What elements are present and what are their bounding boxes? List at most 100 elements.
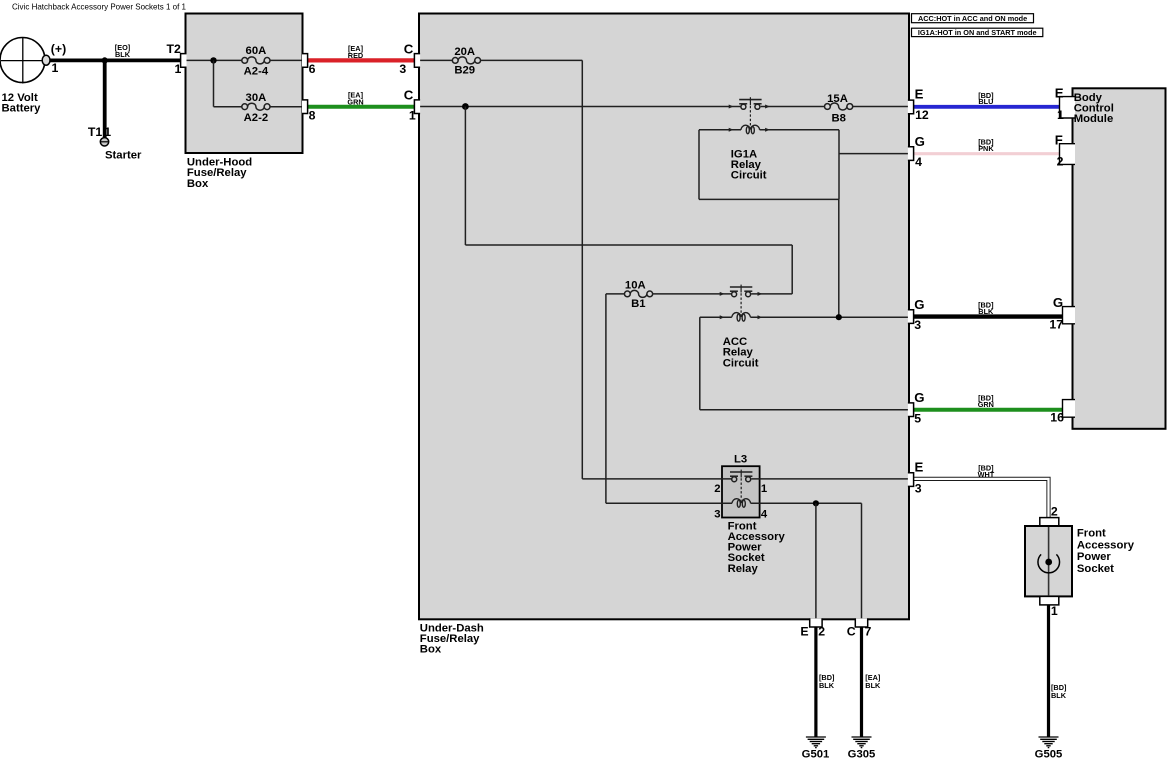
- svg-text:Relay: Relay: [723, 347, 754, 359]
- svg-text:C: C: [404, 88, 414, 103]
- svg-text:Accessory: Accessory: [728, 531, 786, 543]
- svg-text:2: 2: [818, 624, 825, 638]
- svg-text:B8: B8: [831, 112, 845, 124]
- svg-text:[BD]: [BD]: [978, 91, 994, 100]
- svg-text:[BD]: [BD]: [978, 394, 994, 403]
- svg-text:Front: Front: [1077, 528, 1106, 540]
- svg-text:6: 6: [309, 62, 316, 76]
- svg-text:[BD]: [BD]: [978, 301, 994, 310]
- svg-text:G305: G305: [848, 749, 876, 761]
- svg-text:Fuse/Relay: Fuse/Relay: [187, 167, 247, 179]
- svg-text:BLK: BLK: [819, 681, 835, 690]
- svg-text:B29: B29: [454, 65, 475, 77]
- svg-text:Box: Box: [420, 644, 442, 656]
- svg-text:1: 1: [409, 108, 416, 122]
- svg-text:E: E: [800, 624, 808, 638]
- svg-text:10A: 10A: [625, 279, 646, 291]
- svg-text:17: 17: [1049, 318, 1063, 332]
- svg-text:30A: 30A: [246, 92, 267, 104]
- svg-text:60A: 60A: [246, 45, 267, 57]
- svg-text:[BD]: [BD]: [1051, 683, 1067, 692]
- svg-text:Civic Hatchback Accessory Powe: Civic Hatchback Accessory Power Sockets …: [12, 1, 186, 11]
- svg-text:3: 3: [399, 62, 406, 76]
- svg-text:1: 1: [104, 125, 111, 139]
- svg-text:BLK: BLK: [865, 681, 881, 690]
- svg-text:BLU: BLU: [978, 97, 993, 106]
- svg-text:G505: G505: [1035, 749, 1063, 761]
- svg-text:2: 2: [1057, 155, 1064, 169]
- svg-text:7: 7: [865, 624, 872, 638]
- svg-text:E: E: [915, 460, 924, 475]
- svg-text:ACC: ACC: [723, 336, 747, 348]
- svg-text:B1: B1: [631, 298, 645, 310]
- svg-text:BLK: BLK: [115, 50, 131, 59]
- svg-text:T1: T1: [88, 125, 103, 139]
- svg-text:L3: L3: [734, 454, 747, 466]
- svg-text:12 Volt: 12 Volt: [2, 92, 38, 104]
- svg-text:1: 1: [1057, 108, 1064, 122]
- svg-text:Module: Module: [1074, 113, 1114, 125]
- svg-text:3: 3: [915, 482, 922, 496]
- svg-text:Accessory: Accessory: [1077, 539, 1135, 551]
- svg-text:1: 1: [175, 62, 182, 76]
- svg-text:1: 1: [761, 483, 767, 495]
- svg-text:[EA]: [EA]: [348, 90, 364, 99]
- svg-text:IG1A:HOT in ON and START mode: IG1A:HOT in ON and START mode: [918, 28, 1037, 37]
- svg-text:5: 5: [914, 411, 921, 425]
- svg-text:WHT: WHT: [978, 470, 995, 479]
- svg-text:Starter: Starter: [105, 149, 142, 161]
- svg-text:C: C: [404, 41, 414, 56]
- svg-text:G: G: [915, 134, 925, 149]
- svg-text:2: 2: [714, 483, 720, 495]
- svg-text:20A: 20A: [454, 46, 475, 58]
- svg-text:3: 3: [714, 508, 720, 520]
- svg-text:Control: Control: [1074, 103, 1114, 115]
- svg-text:[BD]: [BD]: [978, 138, 994, 147]
- svg-text:Battery: Battery: [2, 103, 42, 115]
- svg-text:(+): (+): [51, 42, 66, 56]
- svg-text:G501: G501: [802, 749, 830, 761]
- svg-text:A2-4: A2-4: [244, 66, 269, 78]
- svg-text:2: 2: [1051, 505, 1058, 519]
- svg-text:Relay: Relay: [731, 159, 762, 171]
- svg-text:16: 16: [1050, 411, 1064, 425]
- svg-text:GRN: GRN: [978, 400, 994, 409]
- svg-text:E: E: [915, 86, 924, 101]
- svg-text:[EA]: [EA]: [865, 673, 881, 682]
- svg-text:1: 1: [52, 61, 59, 75]
- svg-text:Socket: Socket: [728, 552, 765, 564]
- svg-text:Power: Power: [728, 542, 763, 554]
- svg-text:Relay: Relay: [728, 563, 759, 575]
- svg-text:IG1A: IG1A: [731, 149, 757, 161]
- svg-text:8: 8: [309, 108, 316, 122]
- svg-text:RED: RED: [348, 51, 363, 60]
- svg-text:Fuse/Relay: Fuse/Relay: [420, 633, 480, 645]
- svg-text:Under-Dash: Under-Dash: [420, 622, 484, 634]
- svg-text:[BD]: [BD]: [978, 464, 994, 473]
- svg-text:F: F: [1055, 132, 1063, 147]
- svg-text:A2-2: A2-2: [244, 112, 269, 124]
- svg-text:BLK: BLK: [978, 307, 994, 316]
- svg-text:G: G: [914, 390, 924, 405]
- svg-text:4: 4: [915, 155, 922, 169]
- svg-text:[EA]: [EA]: [348, 44, 364, 53]
- svg-text:BLK: BLK: [1051, 691, 1067, 700]
- svg-text:GRN: GRN: [347, 97, 363, 106]
- svg-text:Circuit: Circuit: [731, 170, 767, 182]
- svg-text:G: G: [914, 297, 924, 312]
- svg-text:Under-Hood: Under-Hood: [187, 156, 252, 168]
- svg-text:3: 3: [914, 318, 921, 332]
- svg-text:Body: Body: [1074, 92, 1103, 104]
- svg-text:G: G: [1053, 295, 1063, 310]
- svg-text:Socket: Socket: [1077, 563, 1114, 575]
- svg-text:E: E: [1055, 86, 1064, 101]
- svg-text:15A: 15A: [827, 93, 848, 105]
- svg-text:[EO]: [EO]: [115, 43, 131, 52]
- svg-text:C: C: [847, 624, 856, 638]
- svg-text:PNK: PNK: [978, 144, 994, 153]
- svg-text:Box: Box: [187, 178, 209, 190]
- svg-text:T2: T2: [167, 42, 182, 56]
- svg-text:[BD]: [BD]: [819, 673, 835, 682]
- svg-text:1: 1: [1051, 604, 1058, 618]
- svg-text:Power: Power: [1077, 551, 1112, 563]
